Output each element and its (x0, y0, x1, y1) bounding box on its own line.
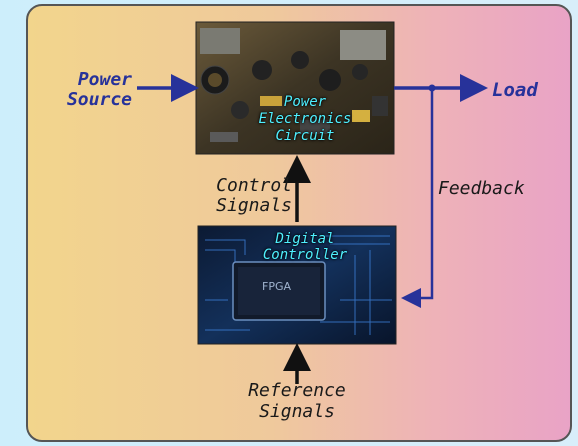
feedback-line (401, 88, 434, 308)
digital-controller-line-2: Controller (262, 247, 348, 263)
digital-controller-block (197, 225, 397, 345)
power-electronics-text: Power Electronics Circuit (240, 94, 370, 145)
power-source-line-2: Source (66, 89, 132, 110)
digital-controller-text: Digital Controller (250, 231, 360, 263)
fpga-chip-label: FPGA (262, 280, 292, 293)
power-source-label: Power Source (38, 70, 132, 110)
load-label: Load (492, 79, 538, 101)
control-signals-label: Control Signals (182, 176, 292, 216)
power-electronics-line-3: Circuit (275, 128, 335, 144)
reference-signals-line-1: Reference (248, 380, 346, 401)
reference-signals-label: Reference Signals (222, 380, 372, 422)
power-electronics-line-2: Electronics (258, 111, 352, 127)
control-signals-line-2: Signals (216, 195, 292, 216)
feedback-label: Feedback (438, 178, 525, 199)
reference-signals-line-2: Signals (259, 401, 335, 422)
power-electronics-line-1: Power (283, 94, 327, 110)
control-signals-line-1: Control (216, 175, 292, 196)
power-source-line-1: Power (77, 69, 132, 90)
power-electronics-block (195, 21, 395, 155)
digital-controller-line-1: Digital (275, 231, 335, 247)
